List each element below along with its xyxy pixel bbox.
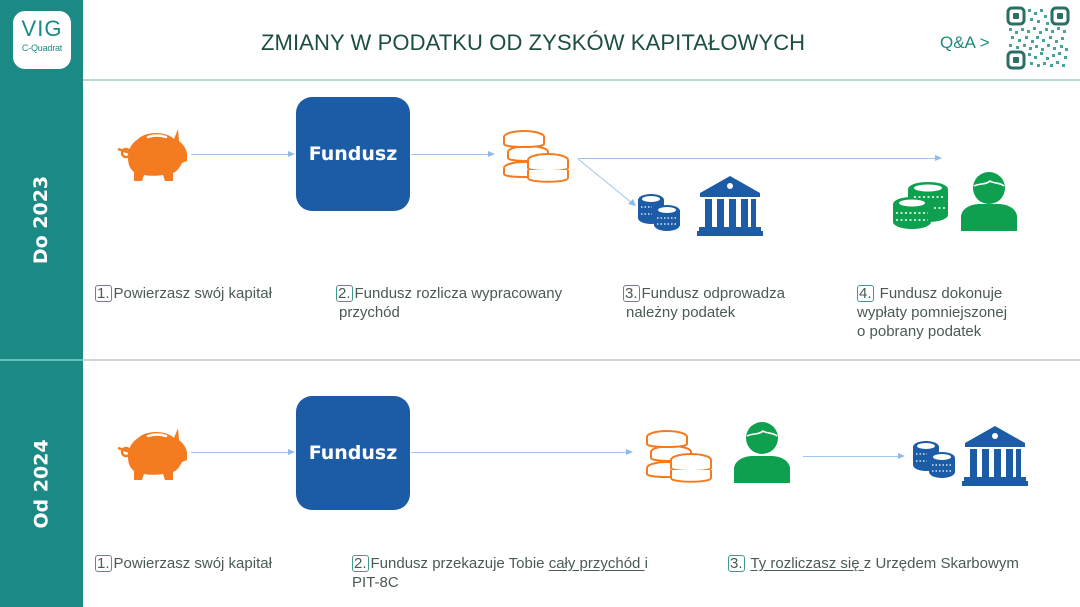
step-number: 1. <box>95 285 112 302</box>
header: ZMIANY W PODATKU OD ZYSKÓW KAPITAŁOWYCH … <box>83 0 1080 80</box>
step-number: 3. <box>623 285 640 302</box>
step-number: 2. <box>336 285 353 302</box>
vig-logo: VIG C-Quadrat <box>13 11 71 69</box>
step-number: 1. <box>95 555 112 572</box>
step-1-2023: 1.Powierzasz swój kapitał <box>95 285 272 302</box>
sidebar-divider <box>0 359 83 361</box>
qr-code-icon[interactable] <box>1006 6 1070 70</box>
step-2-2023: 2.Fundusz rozlicza wypracowany przychód <box>336 285 563 321</box>
step-number: 3. <box>728 555 745 572</box>
coins-blue-icon <box>913 441 955 478</box>
arrow-coins-to-tax <box>577 158 636 206</box>
coins-green-icon <box>893 182 948 229</box>
coins-orange-icon <box>503 130 569 183</box>
sidebar <box>0 0 83 607</box>
page-title: ZMIANY W PODATKU OD ZYSKÓW KAPITAŁOWYCH <box>261 30 806 55</box>
person-icon <box>734 422 790 483</box>
step-number: 4. <box>857 285 874 302</box>
arrow-coins-to-investor <box>578 155 942 161</box>
arrow-investor-to-tax <box>803 453 905 459</box>
fund-label: Fundusz <box>308 143 398 165</box>
coins-blue-icon <box>638 194 680 231</box>
bank-icon <box>697 176 763 236</box>
arrow-piggy-to-fund <box>191 449 295 455</box>
step-number: 2. <box>352 555 369 572</box>
arrow-fund-to-coins <box>411 151 495 157</box>
person-icon <box>961 172 1017 231</box>
fund-box: Fundusz <box>296 97 410 211</box>
piggy-bank-icon <box>117 428 187 480</box>
section-label-2024: Od 2024 <box>30 439 53 529</box>
logo-main-text: VIG <box>21 16 63 41</box>
step-3-2023: 3.Fundusz odprowadza należny podatek <box>623 285 785 321</box>
qa-link[interactable]: Q&A > <box>940 33 990 52</box>
fund-box: Fundusz <box>296 396 410 510</box>
coins-orange-icon <box>646 430 712 483</box>
fund-label: Fundusz <box>308 442 398 464</box>
step-4-2023: 4. Fundusz dokonuje wypłaty pomniejszone… <box>857 285 1008 340</box>
arrow-piggy-to-fund <box>191 151 295 157</box>
logo-sub-text: C-Quadrat <box>21 43 63 53</box>
section-label-2023: Do 2023 <box>30 175 53 265</box>
bank-icon <box>962 426 1028 486</box>
step-1-2024: 1.Powierzasz swój kapitał <box>95 555 272 572</box>
piggy-bank-icon <box>117 129 187 181</box>
step-2-2024: 2.Fundusz przekazuje Tobie cały przychód… <box>352 555 648 591</box>
section-divider <box>83 359 1080 361</box>
step-3-2024: 3. Ty rozliczasz się z Urzędem Skarbowym <box>728 555 1019 572</box>
header-divider <box>83 79 1080 81</box>
arrow-fund-to-coins <box>411 449 633 455</box>
